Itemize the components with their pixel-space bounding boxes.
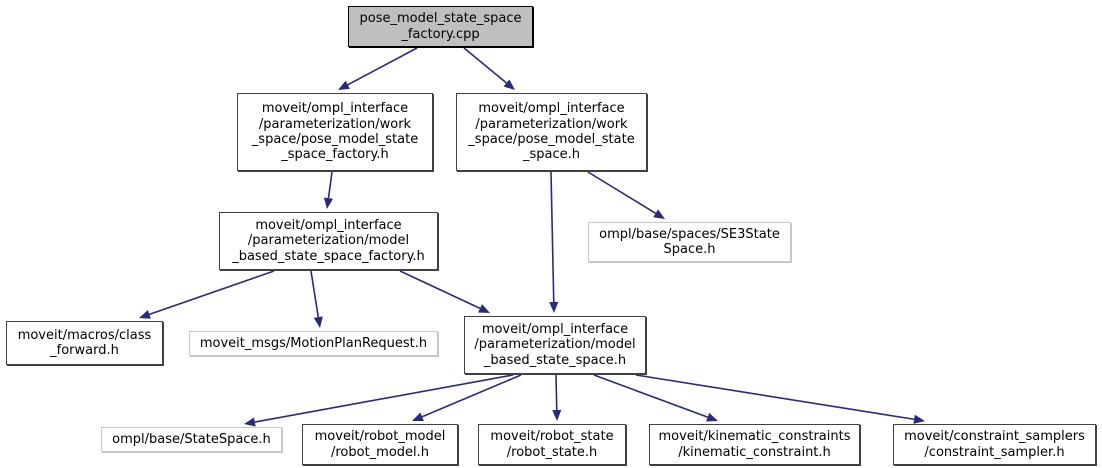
- graph-edge-model_based_state_space_h-to-kinematic_constraint_h: [593, 374, 718, 422]
- graph-node-label: moveit/ompl_interface /parameterization/…: [468, 101, 635, 163]
- graph-edge-pose_model_state_space_factory_h-to-model_based_state_space_factory_h: [323, 171, 334, 209]
- graph-node-label: moveit/ompl_interface /parameterization/…: [474, 322, 636, 368]
- graph-node-label: moveit/constraint_samplers /constraint_s…: [904, 429, 1085, 460]
- graph-edge-model_based_state_space_factory_h-to-model_based_state_space_h: [399, 270, 490, 313]
- graph-node-se3_state_space_h[interactable]: ompl/base/spaces/SE3State Space.h: [588, 222, 791, 262]
- graph-node-robot_state_h[interactable]: moveit/robot_state /robot_state.h: [478, 424, 626, 465]
- graph-node-label: moveit/ompl_interface /parameterization/…: [232, 218, 425, 264]
- graph-node-label: pose_model_state_space _factory.cpp: [359, 11, 522, 42]
- graph-node-root[interactable]: pose_model_state_space _factory.cpp: [348, 6, 533, 47]
- graph-node-ompl_state_space_h[interactable]: ompl/base/StateSpace.h: [101, 427, 282, 452]
- graph-edge-model_based_state_space_factory_h-to-class_forward_h: [139, 270, 275, 319]
- graph-node-label: moveit/kinematic_constraints /kinematic_…: [658, 429, 851, 460]
- graph-node-label: moveit_msgs/MotionPlanRequest.h: [199, 335, 428, 351]
- graph-node-label: ompl/base/spaces/SE3State Space.h: [599, 226, 780, 257]
- graph-node-label: moveit/macros/class _forward.h: [17, 327, 152, 358]
- graph-node-robot_model_h[interactable]: moveit/robot_model /robot_model.h: [302, 424, 458, 465]
- graph-node-pose_model_state_space_factory_h[interactable]: moveit/ompl_interface /parameterization/…: [237, 93, 433, 171]
- graph-node-kinematic_constraint_h[interactable]: moveit/kinematic_constraints /kinematic_…: [649, 424, 860, 465]
- graph-node-label: moveit/ompl_interface /parameterization/…: [251, 101, 419, 163]
- graph-node-label: ompl/base/StateSpace.h: [112, 431, 271, 447]
- graph-edge-root-to-pose_model_state_space_factory_h: [338, 47, 418, 90]
- graph-edge-model_based_state_space_h-to-ompl_state_space_h: [244, 374, 514, 427]
- graph-edge-pose_model_state_space_h-to-se3_state_space_h: [587, 171, 665, 219]
- graph-node-model_based_state_space_factory_h[interactable]: moveit/ompl_interface /parameterization/…: [219, 212, 438, 270]
- graph-edge-model_based_state_space_h-to-robot_model_h: [412, 374, 522, 421]
- graph-node-pose_model_state_space_h[interactable]: moveit/ompl_interface /parameterization/…: [456, 93, 647, 171]
- graph-node-constraint_sampler_h[interactable]: moveit/constraint_samplers /constraint_s…: [893, 424, 1096, 465]
- graph-edge-model_based_state_space_h-to-constraint_sampler_h: [635, 374, 925, 424]
- graph-edge-model_based_state_space_factory_h-to-motion_plan_request_h: [310, 270, 323, 328]
- graph-node-label: moveit/robot_model /robot_model.h: [314, 429, 446, 460]
- graph-node-motion_plan_request_h[interactable]: moveit_msgs/MotionPlanRequest.h: [189, 331, 438, 356]
- graph-node-class_forward_h[interactable]: moveit/macros/class _forward.h: [6, 321, 163, 365]
- graph-edge-pose_model_state_space_h-to-model_based_state_space_h: [549, 171, 559, 313]
- graph-edge-root-to-pose_model_state_space_h: [463, 47, 515, 90]
- graph-node-model_based_state_space_h[interactable]: moveit/ompl_interface /parameterization/…: [464, 316, 646, 374]
- graph-node-label: moveit/robot_state /robot_state.h: [490, 429, 614, 460]
- graph-edge-model_based_state_space_h-to-robot_state_h: [552, 374, 562, 421]
